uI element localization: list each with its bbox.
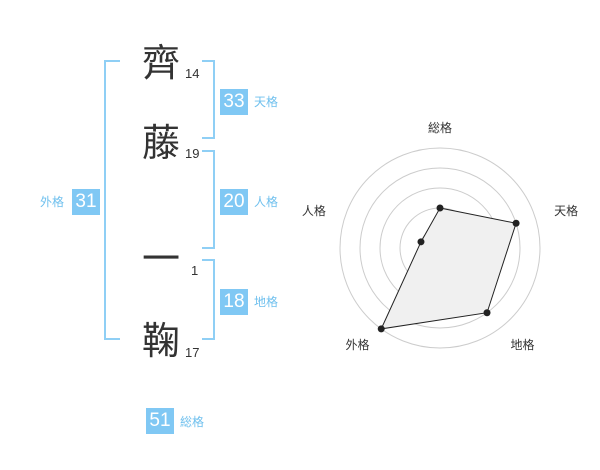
jinkaku-label: 人格	[254, 195, 279, 209]
chikaku-bracket	[202, 259, 215, 340]
stroke-count-1: 14	[185, 66, 200, 81]
radar-point-5	[417, 238, 425, 246]
name-char-2: 藤	[142, 121, 181, 165]
stroke-count-3: 1	[191, 263, 199, 278]
stroke-count-2: 19	[185, 146, 200, 161]
radar-axis-label-3: 地格	[511, 337, 535, 352]
radar-grid-ring	[359, 167, 521, 329]
radar-point-4	[377, 325, 385, 333]
jinkaku-value: 20	[220, 189, 248, 215]
radar-axis-label-2: 天格	[554, 203, 578, 218]
jinkaku-bracket	[202, 150, 215, 249]
stroke-count-4: 17	[185, 345, 200, 360]
tenkaku-label: 天格	[254, 95, 279, 109]
tenkaku-value: 33	[220, 89, 248, 115]
gaikaku-bracket	[104, 60, 120, 340]
soukaku-value: 51	[146, 408, 174, 434]
chikaku-value: 18	[220, 289, 248, 315]
tenkaku-bracket	[202, 60, 215, 139]
gaikaku-label: 外格	[40, 195, 65, 209]
radar-point-1	[436, 204, 444, 212]
radar-point-2	[512, 219, 520, 227]
radar-axis-label-4: 外格	[345, 337, 369, 352]
soukaku-label: 総格	[180, 415, 205, 429]
radar-grid-ring	[339, 147, 541, 349]
name-char-4: 鞠	[142, 319, 181, 363]
gaikaku-value: 31	[72, 189, 100, 215]
name-char-3: 一	[142, 237, 181, 281]
chikaku-label: 地格	[254, 295, 279, 309]
radar-axis-label-5: 人格	[302, 203, 326, 218]
name-char-1: 齊	[142, 41, 181, 85]
radar-axis-label-1: 総格	[428, 120, 452, 135]
radar-point-3	[483, 309, 491, 317]
radar-series-polygon	[380, 207, 517, 330]
